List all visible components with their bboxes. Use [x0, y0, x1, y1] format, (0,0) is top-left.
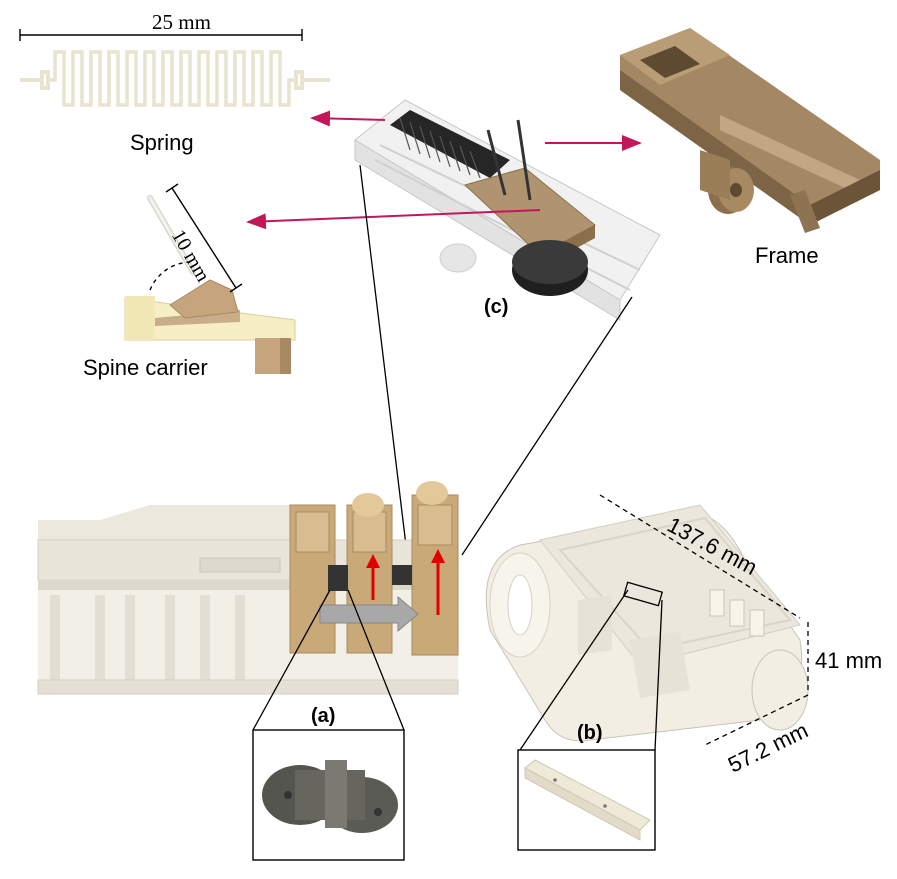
inset-a: [252, 729, 405, 861]
frame-part: [620, 28, 880, 233]
spring-dimension-line: [19, 29, 303, 41]
zoom-line-a-right: [347, 589, 405, 731]
side-view-assembly: [37, 481, 459, 695]
spring-dimension-label: 25 mm: [152, 10, 211, 34]
arrow-to-spine-carrier: [246, 209, 541, 230]
inset-b: [517, 749, 656, 851]
arrow-to-spring: [310, 110, 386, 127]
track-dimension-lines: [599, 494, 809, 746]
spine-dimension-line: [165, 183, 243, 293]
zoom-line-b-right: [654, 599, 663, 751]
spine-carrier-label: Spine carrier: [83, 355, 208, 380]
spring-part: [20, 50, 330, 107]
track-assembly: [485, 504, 809, 742]
zoom-line-c-right: [461, 296, 633, 556]
frame-label: Frame: [755, 243, 819, 268]
spring-label: Spring: [130, 130, 194, 155]
panel-b-label: (b): [577, 722, 603, 744]
zoom-line-c-left: [359, 164, 409, 563]
spine-carrier-drawing: [124, 195, 296, 374]
zoom-line-b-left: [519, 589, 629, 751]
zoom-line-a-left: [252, 589, 331, 731]
panel-a-label: (a): [311, 705, 336, 727]
assembly-c: [354, 99, 661, 321]
track-height-label: 41 mm: [815, 648, 883, 673]
panel-c-label: (c): [484, 296, 509, 318]
